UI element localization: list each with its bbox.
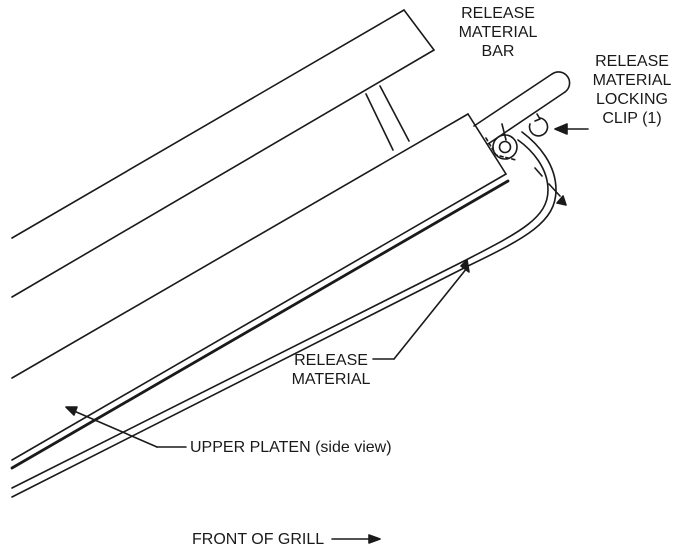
locking-clip-rotation-icon (528, 113, 549, 137)
release-material-bar-rod (473, 71, 571, 145)
release-material (11, 131, 557, 498)
release-material-label: RELEASE MATERIAL (291, 352, 371, 388)
release-material-bar-end (485, 134, 518, 161)
removal-direction-arrow (534, 167, 567, 206)
locking-clip-label: RELEASE MATERIAL LOCKING CLIP (1) (592, 53, 672, 127)
front-of-grill-label: FRONT OF GRILL (192, 531, 325, 548)
upper-arm (11, 9, 435, 298)
release-material-bar-label: RELEASE MATERIAL BAR (458, 5, 538, 60)
upper-platen (10, 113, 510, 470)
leader-lines (65, 123, 589, 544)
upper-platen-label: UPPER PLATEN (side view) (190, 439, 392, 456)
